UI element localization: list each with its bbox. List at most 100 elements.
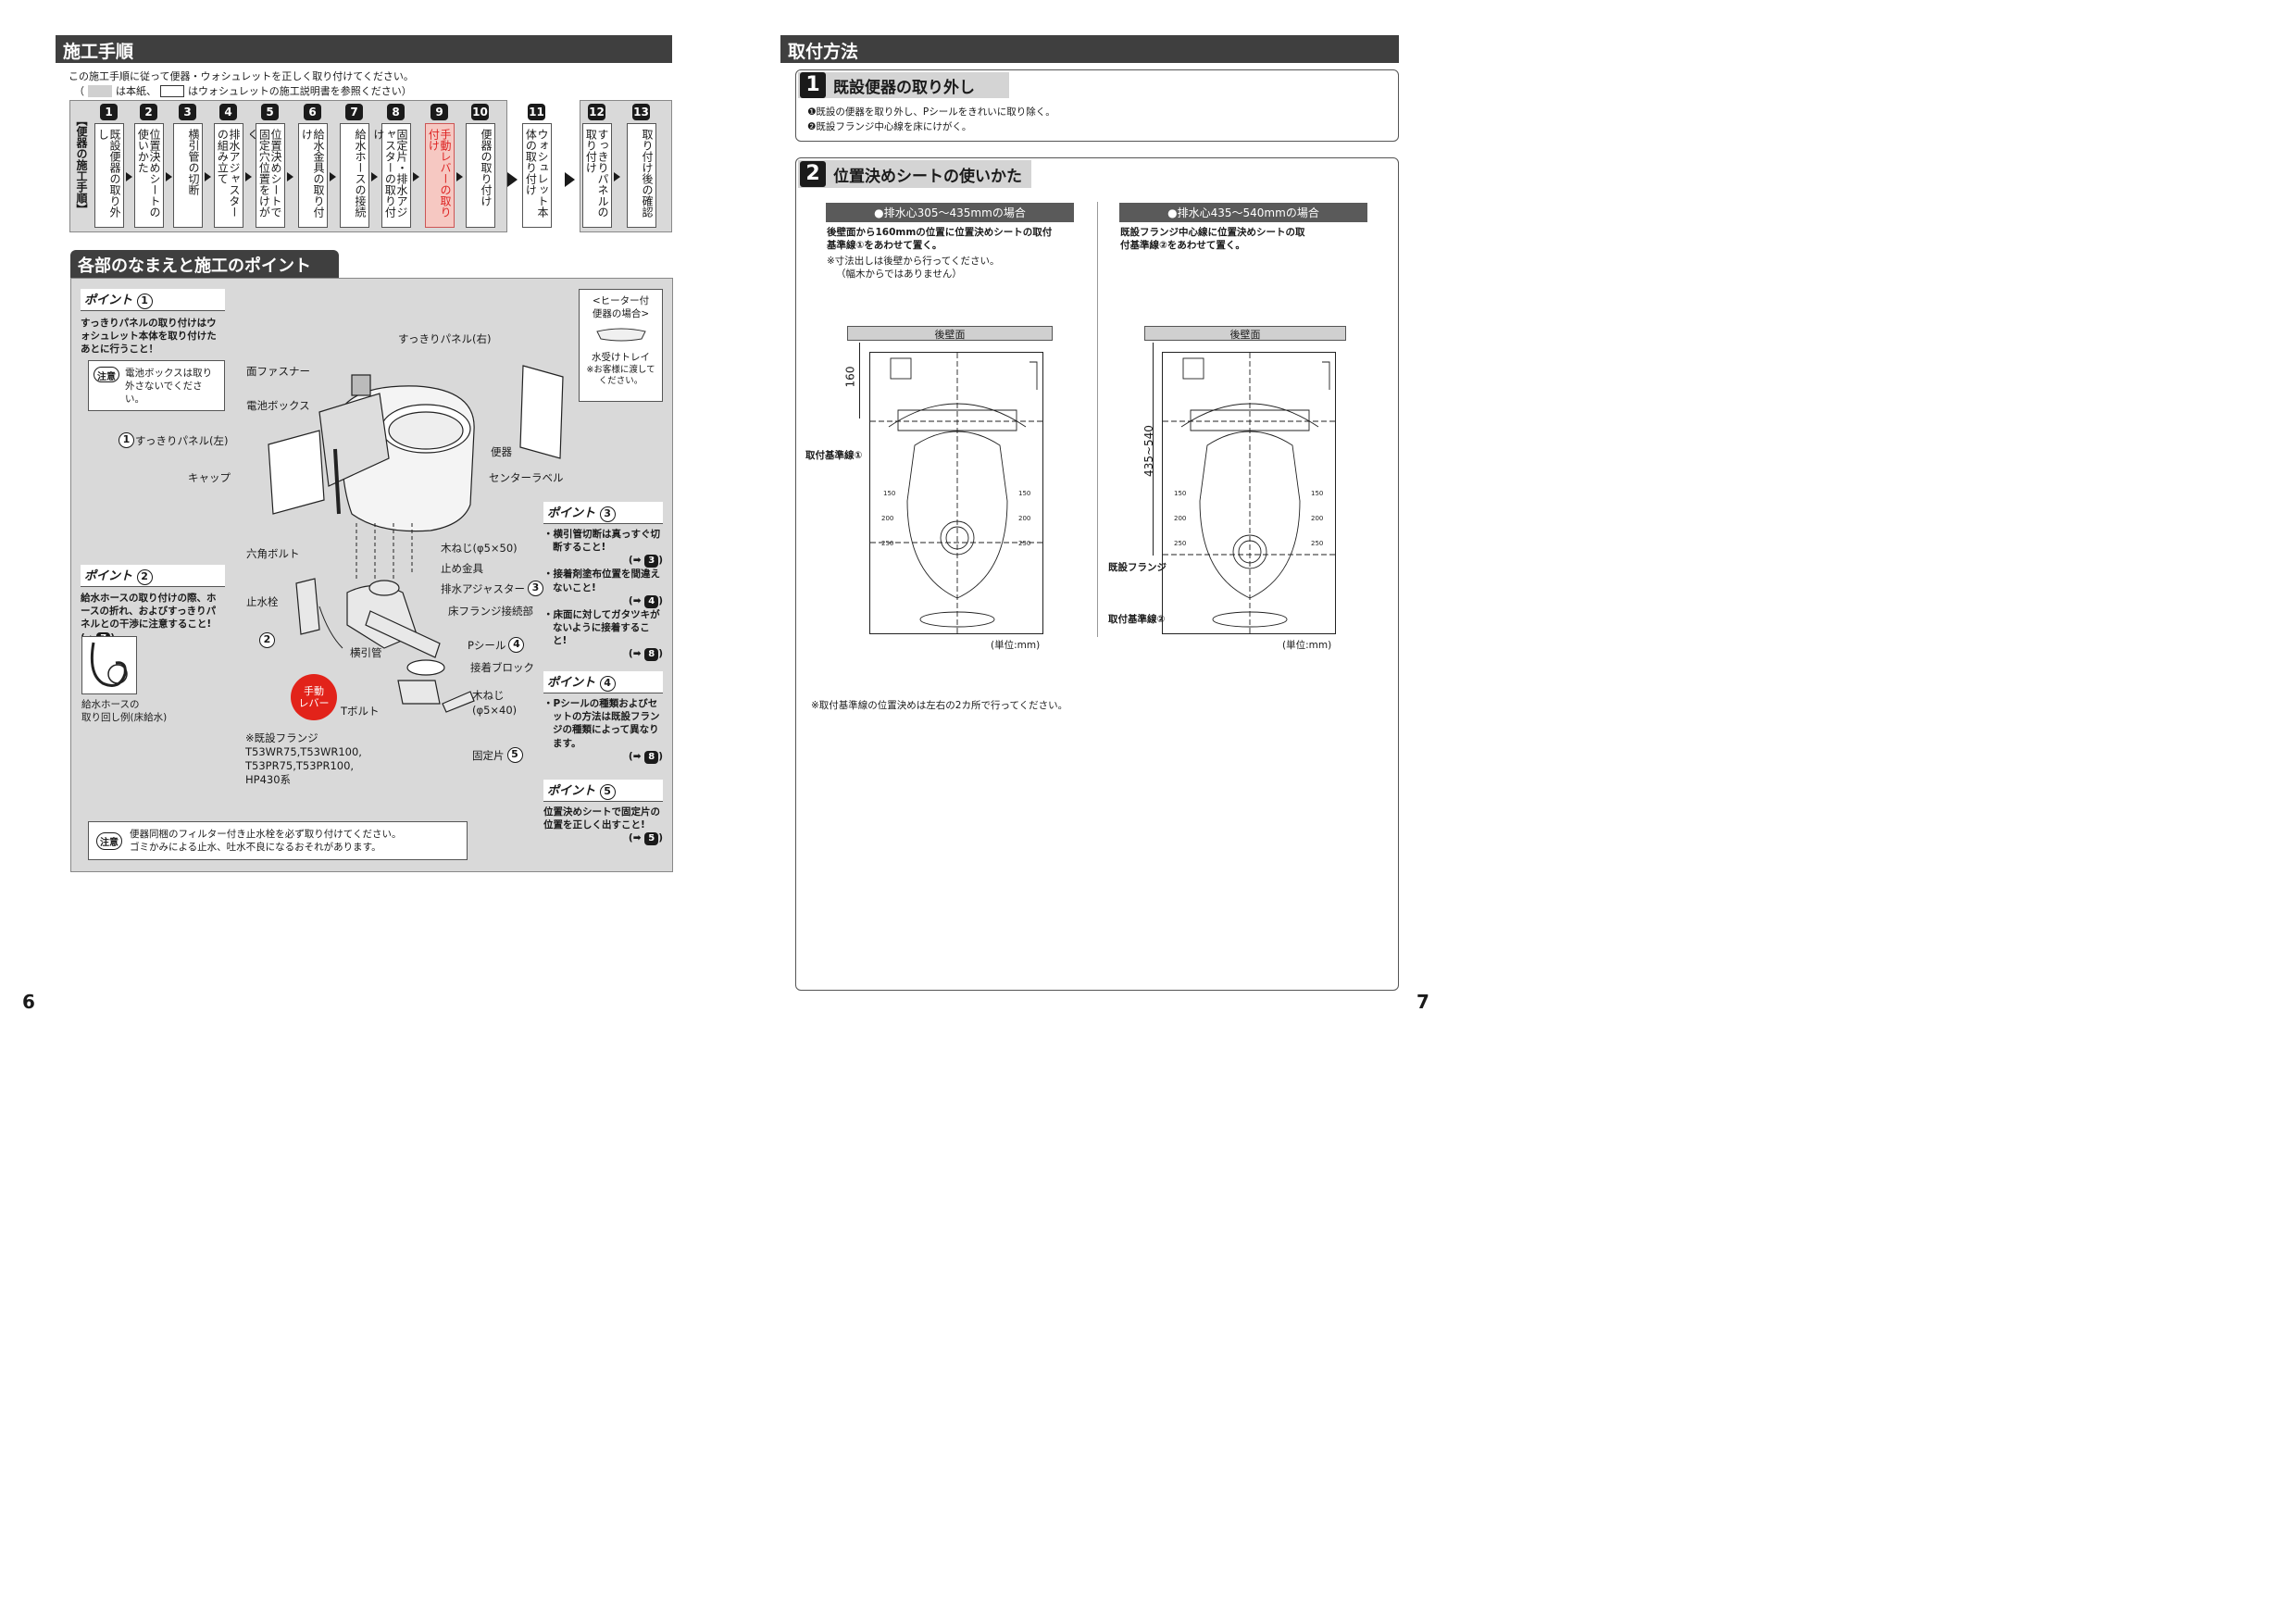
point-3-item: ・接着剤塗布位置を間違えないこと! — [543, 568, 660, 593]
point-5-header: ポイント 5 — [543, 780, 663, 802]
sheet-2-tick-150-right: 150 — [1311, 490, 1323, 497]
dim-435-label: 435~540 — [1142, 425, 1155, 477]
column-1-text: 後壁面から160mmの位置に位置決めシートの取付基準線①をあわせて置く。 — [827, 227, 1053, 252]
point-1-text: すっきりパネルの取り付けはウォシュレット本体を取り付けたあとに行うこと！ — [81, 318, 217, 356]
label-cap: キャップ — [188, 471, 231, 484]
point-3-header: ポイント 3 — [543, 502, 663, 524]
point-1-num: 1 — [136, 294, 153, 309]
point-3-item: ・床面に対してガタツキがないように接着すること! — [543, 608, 660, 647]
unit-label-1: (単位:mm) — [991, 640, 1041, 651]
point-3-item-text: 接着剤塗布位置を間違えないこと! — [553, 568, 660, 593]
heater-label: 水受けトレイ — [592, 352, 650, 364]
point-5-title: ポイント — [547, 784, 596, 798]
point-5-ref-wrap: (➡ 5) — [628, 832, 663, 846]
parts-title-text: 各部のなまえと施工のポイント — [78, 256, 311, 276]
group-arrow-icon — [507, 172, 518, 187]
page-title-right: 取付方法 — [780, 35, 1399, 63]
label-valve-num: 2 — [259, 632, 275, 648]
label-drain-adjuster: 排水アジャスター — [441, 581, 525, 595]
steps-side-label: 【便器の施工手順】 — [75, 115, 88, 215]
point-3-item-ref: 3 — [644, 555, 659, 568]
label-flange-note: ※既設フランジ T53WR75,T53WR100, T53PR75,T53PR1… — [245, 731, 362, 786]
step-box-13: 取り付け後の確認 — [627, 123, 656, 228]
step-number-8: 8 — [387, 104, 405, 120]
step-arrow-icon — [287, 172, 293, 181]
step-number-12: 12 — [588, 104, 605, 120]
dim-435-line — [1153, 343, 1154, 556]
sheet-2-drawing: 150 200 250 150 200 250 — [1163, 353, 1337, 635]
white-swatch — [160, 84, 184, 97]
point-4-num: 4 — [599, 676, 616, 692]
section-2-header: 2 位置決めシートの使いかた — [798, 160, 1031, 188]
point-3-num: 3 — [599, 506, 616, 522]
label-p-seal: Pシール — [468, 638, 506, 652]
label-hex-bolt: 六角ボルト — [246, 547, 300, 560]
label-center-label: センターラベル — [489, 471, 564, 484]
point-2: ポイント 2 給水ホースの取り付けの際、ホースの折れ、およびすっきりパネルとの干… — [81, 565, 225, 645]
step-number-4: 4 — [219, 104, 237, 120]
section-2-num: 2 — [800, 161, 826, 187]
step-arrow-icon — [413, 172, 419, 181]
ref-line-1-label: 取付基準線① — [805, 450, 863, 461]
point-1-caution-text: 電池ボックスは取り外さないでください。 — [125, 368, 213, 406]
title-text: 施工手順 — [63, 42, 134, 62]
intro-line1: この施工手順に従って便器・ウォシュレットを正しく取り付けてください。 — [69, 70, 414, 82]
step-arrow-icon — [614, 172, 620, 181]
heater-title: <ヒーター付便器の場合> — [592, 295, 650, 320]
caution-icon: 注意 — [94, 367, 119, 382]
step-number-3: 3 — [179, 104, 196, 120]
sheet-2-tick-150-left: 150 — [1174, 490, 1186, 497]
point-3-item-ref: 4 — [644, 594, 659, 608]
column-divider — [1097, 202, 1098, 637]
step-arrow-icon — [205, 172, 211, 181]
step-number-5: 5 — [261, 104, 279, 120]
point-4-body: ・Pシールの種類およびセットの方法は既設フランジの種類によって異なります。 — [543, 698, 660, 749]
step-box-9: 手動レバーの取り付け — [425, 123, 455, 228]
sheet-2-tick-200-left: 200 — [1174, 515, 1186, 522]
step-arrow-icon — [371, 172, 378, 181]
column-2-header: ●排水心435～540mmの場合 — [1119, 203, 1367, 222]
intro-line2: （ は本紙、 はウォシュレットの施工説明書を参照ください） — [74, 83, 412, 98]
step-box-8: 固定片・排水アジャスターの取り付け — [372, 123, 411, 228]
point-3: ポイント 3 ・横引管切断は真っすぐ切断すること!(➡ 3)・接着剤塗布位置を間… — [543, 502, 663, 662]
step-number-1: 1 — [100, 104, 118, 120]
label-panel-left-num: 1 — [119, 432, 134, 448]
sheet-1-tick-250-left: 250 — [881, 540, 893, 547]
bottom-caution-line1: 便器同梱のフィルター付き止水栓を必ず取り付けてください。 — [130, 828, 402, 840]
label-valve-num-wrap: 2 — [259, 632, 275, 648]
intro-paren: （ — [74, 85, 84, 97]
wall-label-2: 後壁面 — [1144, 326, 1346, 341]
point-3-item-ref-wrap: (➡ 3) — [628, 555, 663, 568]
point-2-text: 給水ホースの取り付けの際、ホースの折れ、およびすっきりパネルとの干渉に注意するこ… — [81, 593, 217, 643]
point-2-num: 2 — [136, 569, 153, 585]
section-1-num: 1 — [800, 72, 826, 98]
point-4-ref: 8 — [644, 750, 659, 764]
dim-160-label: 160 — [843, 366, 857, 388]
sheet-1-tick-200-right: 200 — [1018, 515, 1030, 522]
unit-label-2: (単位:mm) — [1282, 640, 1332, 651]
step-arrow-icon — [245, 172, 252, 181]
step-arrow-icon — [126, 172, 132, 181]
bottom-caution: 注意 便器同梱のフィルター付き止水栓を必ず取り付けてください。 ゴミかみによる止… — [88, 821, 468, 860]
hose-illustration — [81, 636, 137, 694]
point-2-header: ポイント 2 — [81, 565, 225, 587]
point-5: ポイント 5 位置決めシートで固定片の位置を正しく出すこと! (➡ 5) — [543, 780, 663, 846]
point-3-list: ・横引管切断は真っすぐ切断すること!(➡ 3)・接着剤塗布位置を間違えないこと!… — [543, 528, 663, 662]
point-3-item: ・横引管切断は真っすぐ切断すること! — [543, 529, 660, 554]
label-adhesive-block: 接着ブロック — [470, 661, 534, 674]
wall-label-1: 後壁面 — [847, 326, 1053, 341]
dim-160-line — [859, 343, 860, 418]
label-wood-screw-1: 木ねじ(φ5×50) — [441, 542, 518, 555]
step-box-6: 給水金具の取り付け — [298, 123, 328, 228]
point-3-item-ref-wrap: (➡ 8) — [628, 648, 663, 662]
sheet-1-drawing: 150 200 250 150 200 250 — [870, 353, 1044, 635]
point-4-header: ポイント 4 — [543, 671, 663, 693]
column-1-header: ●排水心305～435mmの場合 — [826, 203, 1074, 222]
label-t-bolt: Tボルト — [341, 705, 380, 718]
step-box-3: 横引管の切断 — [173, 123, 203, 228]
intro-grey-desc: は本紙、 — [116, 85, 156, 97]
step-number-11: 11 — [528, 104, 545, 120]
point-1-header: ポイント 1 — [81, 289, 225, 311]
sheet-1-tick-200-left: 200 — [881, 515, 893, 522]
step-box-4: 排水アジャスターの組み立て — [214, 123, 243, 228]
